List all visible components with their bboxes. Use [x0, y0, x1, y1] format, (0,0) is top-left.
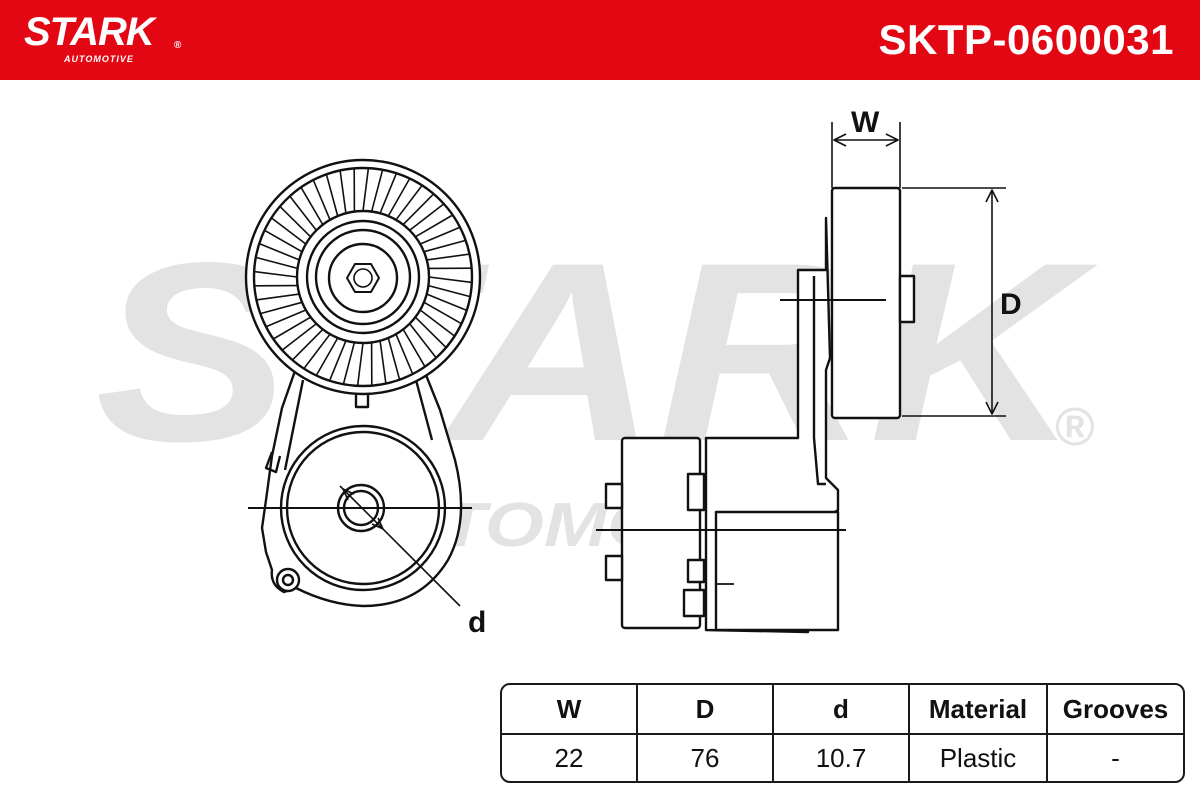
pulley-rib — [362, 168, 370, 212]
pulley-rib — [387, 337, 401, 380]
side-pivot-block — [620, 436, 702, 630]
pulley-rib — [272, 316, 312, 340]
pulley-rib — [339, 170, 347, 214]
spec-header-width: W — [502, 685, 638, 735]
arm-tab — [264, 451, 282, 474]
watermark-mark: ® — [1055, 397, 1095, 457]
pulley-rib — [300, 186, 324, 226]
dim-d-arrow-bottom — [985, 401, 999, 415]
spec-header-diameter: D — [638, 685, 774, 735]
mount-eyelet-hole — [281, 573, 295, 587]
pulley-rib — [289, 195, 317, 231]
pulley-rib — [426, 293, 468, 312]
pulley-rib — [328, 340, 347, 382]
bore-arrow-2 — [371, 517, 384, 530]
label-bore: d — [468, 606, 486, 639]
pulley-rib — [402, 328, 426, 368]
pulley-rib — [395, 184, 423, 221]
pulley-rib — [256, 293, 300, 301]
front-view — [244, 158, 482, 608]
pulley-rib — [356, 342, 364, 386]
spec-table: W D d Material Grooves 22 76 10.7 Plasti… — [500, 683, 1185, 783]
brand-registered-mark: ® — [174, 40, 182, 51]
side-pulley-bolt — [898, 274, 916, 324]
dim-w-arrow-right — [885, 133, 899, 147]
side-arm-inner — [812, 276, 826, 486]
brand-subtitle: AUTOMOTIVE — [64, 54, 134, 64]
pulley-rib — [409, 323, 437, 359]
watermark: STARK AUTOMOTIVE ® — [95, 210, 1098, 560]
pulley-bolt-hex — [346, 263, 380, 293]
header-bar: STARK ® AUTOMOTIVE SKTP-0600031 — [0, 0, 1200, 80]
label-diameter: D — [1000, 288, 1022, 321]
pulley-rib — [379, 340, 387, 384]
pulley-rib — [312, 179, 331, 221]
pulley-rib — [370, 169, 384, 212]
side-pivot-nut-2 — [686, 558, 706, 584]
side-pivot-nut-3 — [682, 588, 706, 618]
bore-leader — [339, 485, 461, 607]
spec-value-diameter: 76 — [638, 735, 774, 781]
pulley-rib — [325, 174, 339, 217]
spec-header-material: Material — [910, 685, 1048, 735]
spec-header-bore: d — [774, 685, 910, 735]
watermark-brand: STARK — [95, 210, 1098, 495]
pulley-rib — [291, 328, 324, 361]
pulley-bearing-inner — [314, 228, 412, 326]
brand-logo: STARK ® AUTOMOTIVE — [24, 10, 181, 64]
pulley-rib — [419, 309, 456, 337]
spec-value-material: Plastic — [910, 735, 1048, 781]
side-pivot-stud-bottom — [604, 554, 624, 582]
pulley-rib — [387, 178, 411, 217]
pulley-rib — [254, 270, 298, 278]
pulley-hub — [327, 242, 399, 314]
label-width: W — [851, 106, 880, 139]
pulley-rib — [428, 276, 472, 284]
pulley-rib — [279, 205, 312, 238]
dim-d-arrow-top — [985, 189, 999, 203]
side-pivot-nut — [686, 472, 706, 512]
pulley-bolt-center — [353, 268, 373, 288]
brand-name: STARK — [24, 10, 155, 54]
pulley-rib — [395, 333, 414, 375]
dim-w-arrow-left — [833, 133, 847, 147]
pulley-rib — [270, 217, 307, 245]
pulley-rib — [315, 337, 339, 376]
pulley-rib — [342, 342, 356, 385]
pulley-rib — [265, 309, 307, 328]
pulley-rib — [264, 229, 303, 253]
pulley-rib — [423, 301, 462, 325]
bore-arrow-1 — [342, 488, 355, 501]
pulley-rib — [379, 172, 398, 214]
mount-eyelet — [275, 567, 301, 593]
side-view — [596, 122, 1006, 634]
pulley-rib — [255, 256, 298, 270]
arm-inner-edge-right — [414, 379, 434, 441]
spec-header-grooves: Grooves — [1048, 685, 1183, 735]
pulley-rib — [303, 333, 331, 370]
side-pivot-stud-top — [604, 482, 624, 510]
spec-value-bore: 10.7 — [774, 735, 910, 781]
pulley-rib — [414, 316, 447, 349]
pulley-rib — [260, 301, 303, 315]
side-pulley — [830, 186, 902, 420]
technical-drawing: STARK AUTOMOTIVE ® — [95, 106, 1098, 639]
pulley-rim — [252, 166, 474, 388]
side-lower-body — [714, 510, 840, 632]
pulley-rib — [423, 239, 466, 253]
pulley-rib — [414, 214, 454, 238]
spec-value-grooves: - — [1111, 742, 1120, 773]
pulley-rib — [419, 226, 461, 245]
pulley-rib — [258, 242, 300, 261]
pulley-rib — [428, 284, 471, 298]
spec-value-width: 22 — [502, 735, 638, 781]
pulley-rib — [281, 323, 317, 351]
pulley-rib — [402, 193, 435, 226]
pulley-ribs — [254, 168, 472, 386]
part-number: SKTP-0600031 — [878, 16, 1174, 63]
pulley-bearing — [305, 219, 421, 335]
pulley-rib — [409, 203, 445, 231]
arm-inner-edge-left — [283, 379, 305, 471]
pulley-rib — [426, 253, 470, 261]
